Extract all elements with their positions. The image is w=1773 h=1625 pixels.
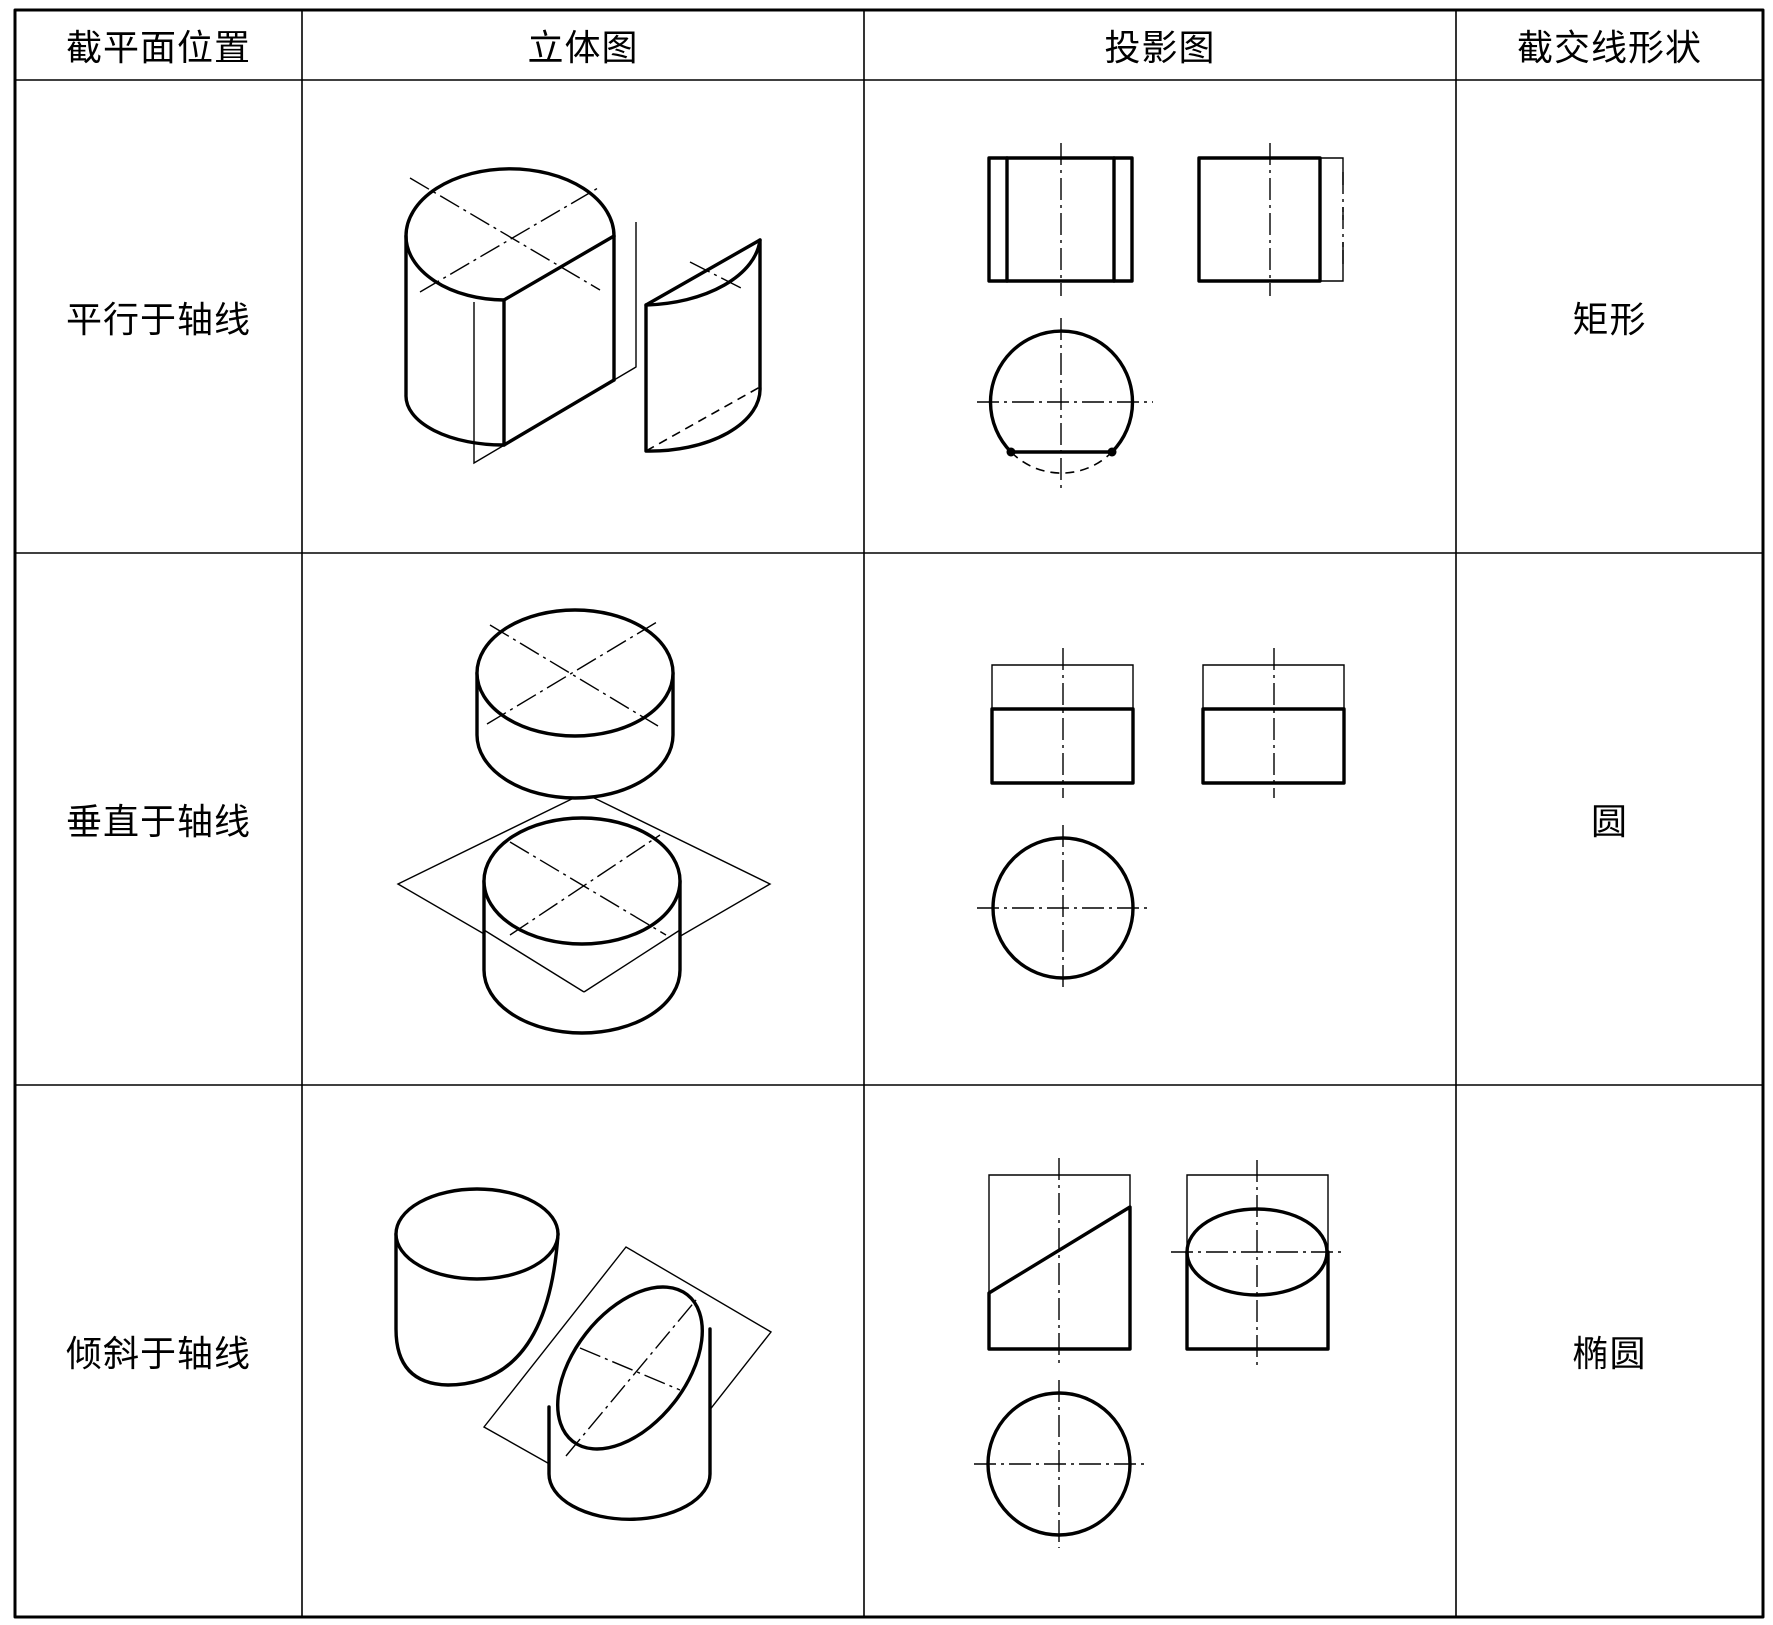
header-shape: 截交线形状: [1516, 28, 1702, 69]
upper-center-line-b: [486, 621, 658, 725]
top-view-hidden-arc: [1010, 451, 1113, 474]
section-ellipse: [556, 1285, 704, 1451]
side-view: [1197, 156, 1322, 283]
header-solid: 立体图: [527, 28, 639, 69]
removed-center-line: [689, 261, 746, 291]
cut-point-left: [1006, 447, 1016, 457]
ellipse-minor-axis: [579, 1347, 681, 1391]
center-line-a: [409, 177, 601, 291]
table-border: [13, 8, 1765, 1619]
row3-shape: 椭圆: [1572, 1334, 1647, 1375]
removed-hidden-line: [645, 386, 761, 452]
upper-part-body: [394, 1232, 560, 1387]
lower-cylinder-top: [482, 816, 682, 946]
row1-shape: 矩形: [1572, 299, 1647, 341]
plane-front-right: [583, 929, 681, 993]
row2-shape: 圆: [1590, 802, 1628, 843]
lower-center-line-a: [509, 841, 667, 936]
ellipse-major-axis: [565, 1299, 697, 1457]
header-projection: 投影图: [1104, 28, 1216, 69]
cutting-plane: [473, 222, 637, 465]
upper-part-top: [394, 1187, 560, 1281]
cut-point-right: [1107, 447, 1117, 457]
header-position: 截平面位置: [65, 28, 251, 69]
row3-position: 倾斜于轴线: [65, 1334, 251, 1375]
row2-position: 垂直于轴线: [65, 802, 251, 843]
row1-position: 平行于轴线: [65, 299, 251, 341]
upper-center-line-a: [489, 624, 659, 727]
cylinder-top-front: [404, 234, 506, 302]
front-view: [987, 1205, 1132, 1351]
plane-front-left: [483, 929, 585, 993]
removed-piece-arc: [644, 238, 762, 307]
removed-piece: [644, 238, 762, 453]
lower-center-line-b: [509, 834, 661, 936]
